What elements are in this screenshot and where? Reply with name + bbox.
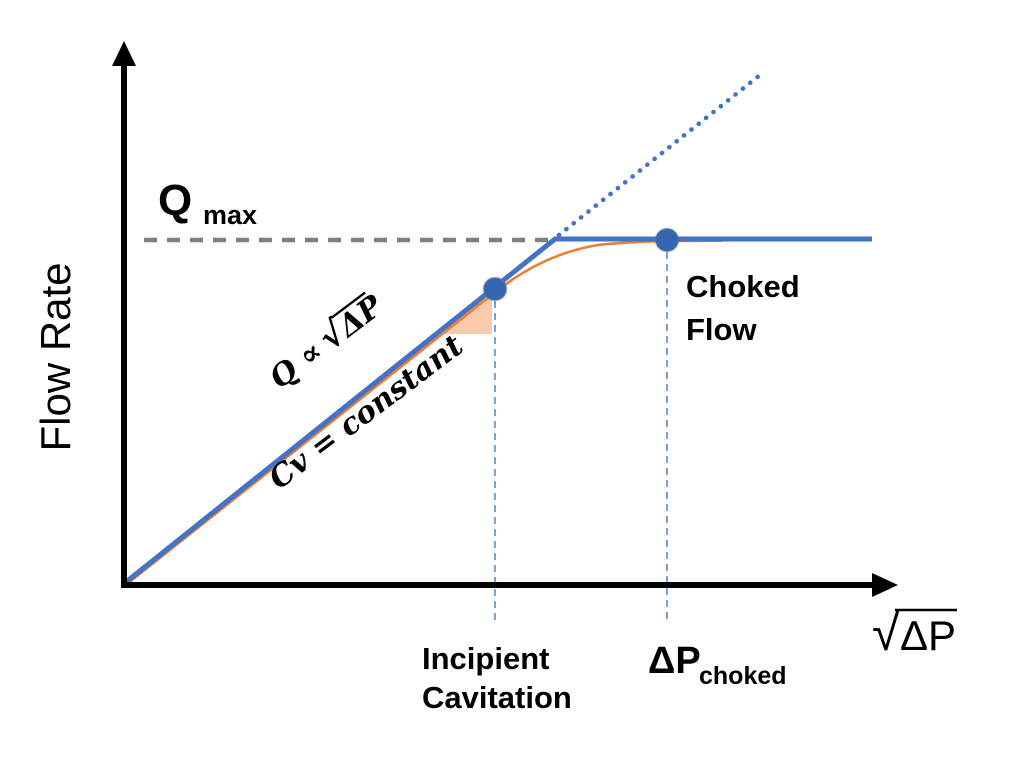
x-axis-radical-sign: √ <box>872 605 900 661</box>
svg-text:Q ∝√ΔP: Q ∝√ΔP <box>261 285 392 397</box>
choked-flow-point <box>654 227 680 253</box>
actual-flow-curve <box>126 239 723 586</box>
qmax-main: Q <box>158 176 192 225</box>
proportionality-prefix: Q ∝ <box>263 334 329 396</box>
choked-flow-label: Choked Flow <box>686 269 800 347</box>
qmax-label: Q max <box>158 176 257 230</box>
incipient-cavitation-label: Incipient Cavitation <box>422 641 572 715</box>
y-axis-label: Flow Rate <box>32 262 79 451</box>
x-axis-arrow-icon <box>872 573 898 597</box>
incipient-line2: Cavitation <box>422 680 572 715</box>
radical-overbar <box>330 291 366 319</box>
y-axis <box>112 41 136 588</box>
incipient-cavitation-point <box>482 276 508 302</box>
choked-flow-line2: Flow <box>686 312 757 347</box>
y-axis-arrow-icon <box>112 41 136 66</box>
x-axis-label-arg: ΔP <box>900 612 956 659</box>
theoretical-flow-line <box>124 236 872 584</box>
x-axis-label: √ ΔP <box>872 605 957 661</box>
dp-choked-label: ΔP choked <box>648 640 787 690</box>
incipient-line1: Incipient <box>422 641 549 676</box>
dp-choked-main: ΔP <box>648 640 701 682</box>
choked-flow-line1: Choked <box>686 269 800 304</box>
x-axis <box>121 573 898 597</box>
proportionality-label: Q ∝√ΔP <box>261 285 392 397</box>
extrapolated-dotted-line <box>556 72 763 238</box>
dp-choked-subscript: choked <box>699 662 787 690</box>
qmax-subscript: max <box>203 200 257 230</box>
